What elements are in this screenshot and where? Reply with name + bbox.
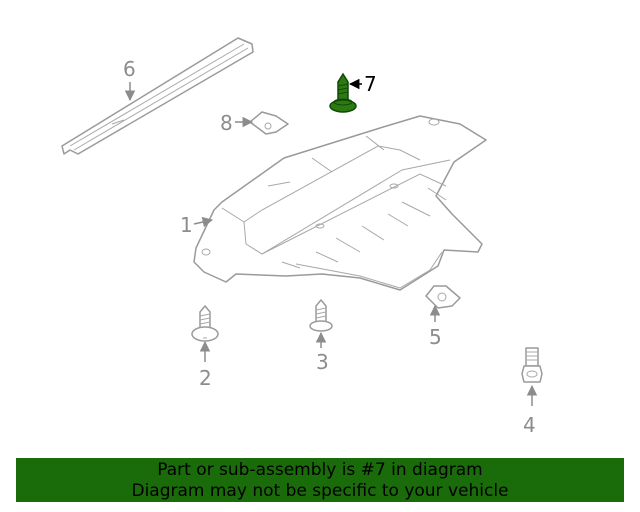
part-7-bolt[interactable] [329,72,357,113]
svg-text:1: 1 [180,213,193,237]
callout-7: 7 [348,72,377,96]
callout-4: 4 [523,384,538,437]
callout-6: 6 [123,57,136,102]
part-8-bracket[interactable] [249,111,289,135]
svg-text:6: 6 [123,57,136,81]
part-1-underbody-shield[interactable] [193,115,487,291]
svg-text:8: 8 [220,111,233,135]
svg-text:3: 3 [316,350,329,374]
part-3-bolt[interactable] [309,299,333,332]
callout-5: 5 [429,304,442,349]
part-2-clip[interactable] [191,305,219,342]
callout-3: 3 [315,331,329,374]
bolt-7-shank [337,72,349,101]
part-6-trim-strip[interactable] [61,37,254,155]
banner-line-disclaimer: Diagram may not be specific to your vehi… [131,481,509,501]
part-4-flange-bolt[interactable] [521,347,543,383]
callout-1: 1 [180,213,214,237]
bolt-7-head [329,99,357,113]
parts-diagram: 1 2 3 4 5 6 7 8 [61,37,543,437]
callout-8: 8 [220,111,254,135]
notice-banner: Part or sub-assembly is #7 in diagram Di… [16,458,624,502]
banner-line-part-number: Part or sub-assembly is #7 in diagram [157,460,483,480]
svg-text:4: 4 [523,413,536,437]
svg-text:7: 7 [364,72,377,96]
part-5-nut-bracket[interactable] [425,285,461,309]
svg-text:2: 2 [199,366,212,390]
svg-text:5: 5 [429,325,442,349]
callout-2: 2 [199,340,212,390]
